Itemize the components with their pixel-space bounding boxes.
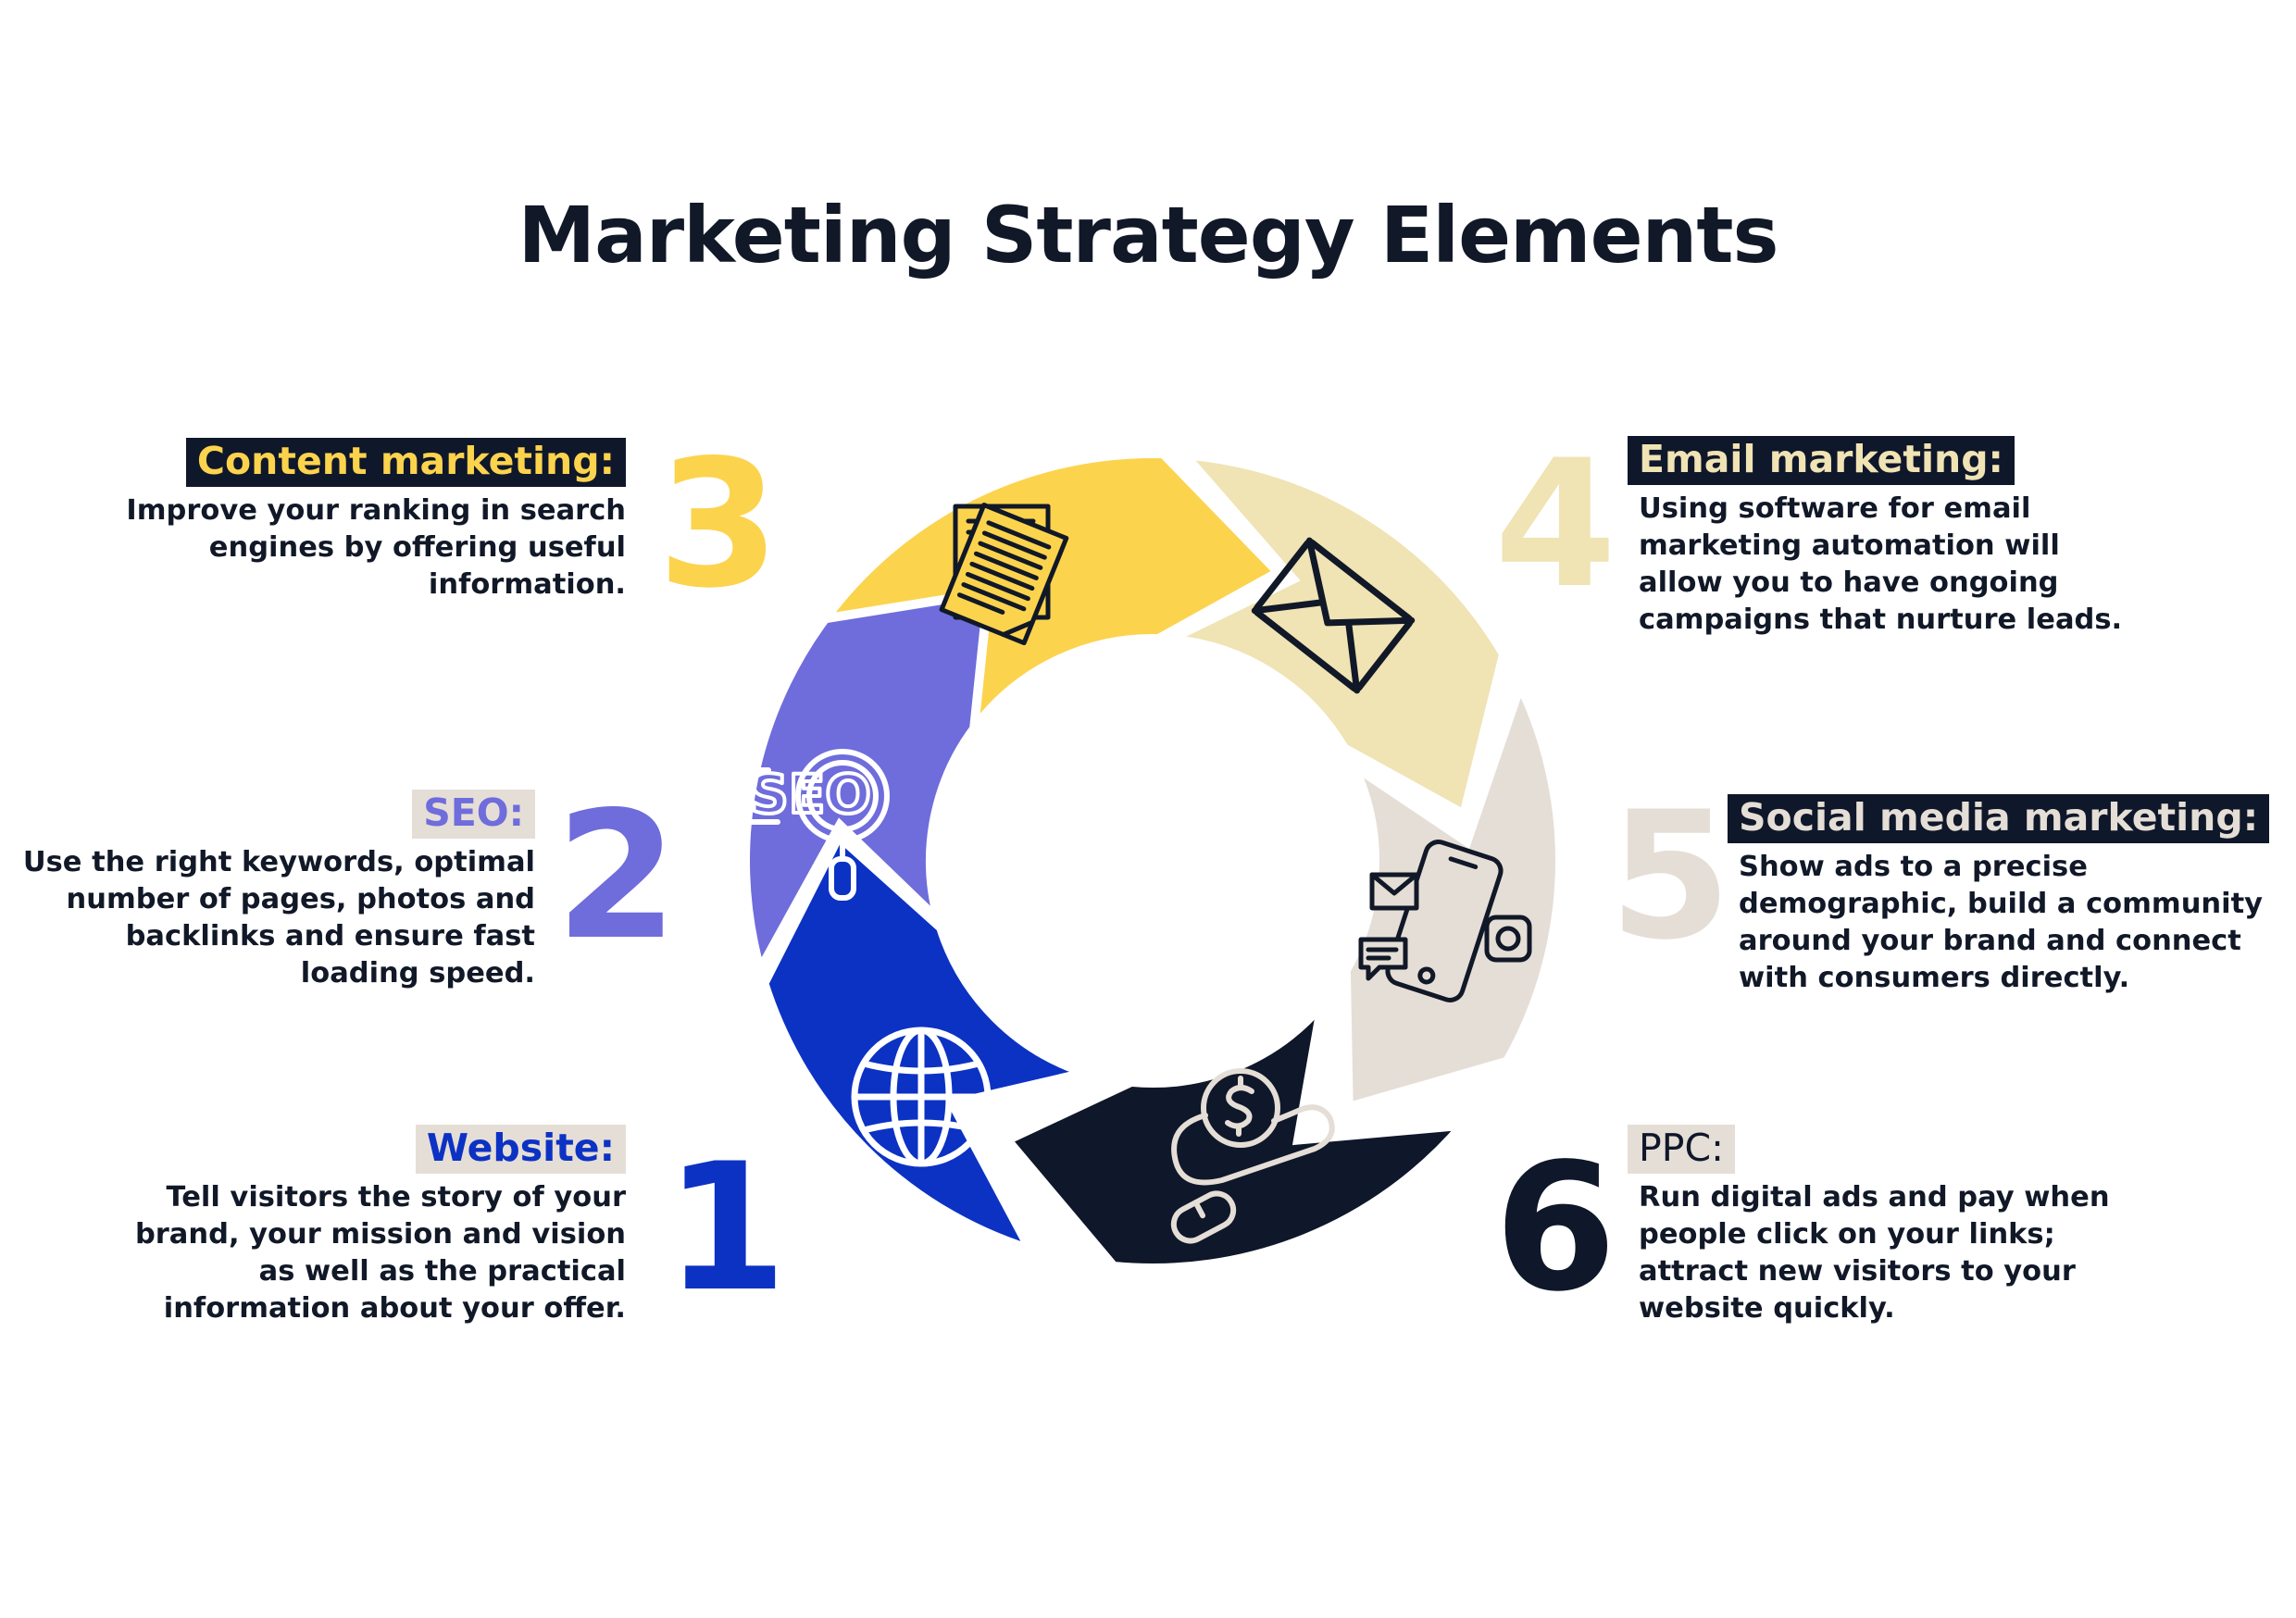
content-marketing-label: Content marketing: <box>185 438 626 488</box>
social-media-marketing-description: Show ads to a precise demographic, build… <box>1728 849 2269 997</box>
ppc-block: PPC: Run digital ads and pay when people… <box>1628 1125 2110 1327</box>
desc-line: backlinks and ensure fast <box>125 920 535 953</box>
desc-line: Show ads to a precise <box>1739 851 2088 884</box>
desc-line: engines by offering useful <box>208 531 626 565</box>
segment-ppc <box>999 989 1474 1273</box>
desc-line: demographic, build a community <box>1739 888 2264 921</box>
seo-icon-text: SEO <box>750 763 871 826</box>
desc-line: Using software for email <box>1639 492 2031 526</box>
desc-line: Tell visitors the story of your <box>166 1181 626 1214</box>
desc-line: loading speed. <box>300 957 535 990</box>
content-marketing-description: Improve your ranking in search engines b… <box>126 492 626 604</box>
website-label: Website: <box>415 1125 626 1175</box>
desc-line: around your brand and connect <box>1739 925 2241 958</box>
email-marketing-label: Email marketing: <box>1628 436 2015 486</box>
desc-line: Use the right keywords, optimal <box>22 846 535 879</box>
ppc-description: Run digital ads and pay when people clic… <box>1628 1179 2110 1327</box>
desc-line: website quickly. <box>1639 1292 1895 1326</box>
envelope-icon <box>1251 537 1416 694</box>
desc-line: brand, your mission and vision <box>134 1218 626 1251</box>
globe-icon <box>851 1027 992 1167</box>
website-block: Website: Tell visitors the story of your… <box>135 1125 626 1327</box>
desc-line: as well as the practical <box>258 1255 626 1288</box>
step-number-5: 5 <box>1609 774 1732 978</box>
desc-line: number of pages, photos and <box>66 883 535 916</box>
step-number-4: 4 <box>1494 422 1617 627</box>
social-media-marketing-block: Social media marketing: Show ads to a pr… <box>1728 794 2270 997</box>
desc-line: people click on your links; <box>1639 1218 2055 1251</box>
desc-line: with consumers directly. <box>1739 962 2130 995</box>
ppc-label: PPC: <box>1628 1125 1735 1175</box>
seo-block: SEO: Use the right keywords, optimal num… <box>23 790 535 992</box>
content-marketing-block: Content marketing: Improve your ranking … <box>126 438 626 604</box>
smartphone-social-icon <box>1358 840 1532 1002</box>
desc-line: information. <box>428 568 626 602</box>
documents-icon <box>939 502 1069 646</box>
segment-website <box>758 828 1104 1258</box>
desc-line: Improve your ranking in search <box>126 494 626 528</box>
seo-magnifier-icon: SEO <box>738 749 890 901</box>
email-marketing-description: Using software for email marketing autom… <box>1628 491 2122 639</box>
step-number-1: 1 <box>665 1126 788 1330</box>
step-number-2: 2 <box>555 774 679 978</box>
step-number-3: 3 <box>657 422 780 627</box>
seo-label: SEO: <box>412 790 535 840</box>
segment-content-marketing <box>814 449 1286 745</box>
email-marketing-block: Email marketing: Using software for emai… <box>1628 436 2122 639</box>
desc-line: allow you to have ongoing <box>1639 566 2059 600</box>
desc-line: information about your offer. <box>163 1292 626 1326</box>
page-title: Marketing Strategy Elements <box>518 190 1778 280</box>
desc-line: Run digital ads and pay when <box>1639 1181 2110 1214</box>
desc-line: campaigns that nurture leads. <box>1639 604 2123 637</box>
segment-email-marketing <box>1153 449 1509 822</box>
website-description: Tell visitors the story of your brand, y… <box>135 1179 626 1327</box>
social-media-marketing-label: Social media marketing: <box>1728 794 2270 844</box>
desc-line: attract new visitors to your <box>1639 1255 2076 1288</box>
dollar-mouse-icon <box>1170 1068 1335 1244</box>
seo-description: Use the right keywords, optimal number o… <box>23 844 535 992</box>
step-number-6: 6 <box>1494 1126 1617 1330</box>
desc-line: marketing automation will <box>1639 529 2060 563</box>
